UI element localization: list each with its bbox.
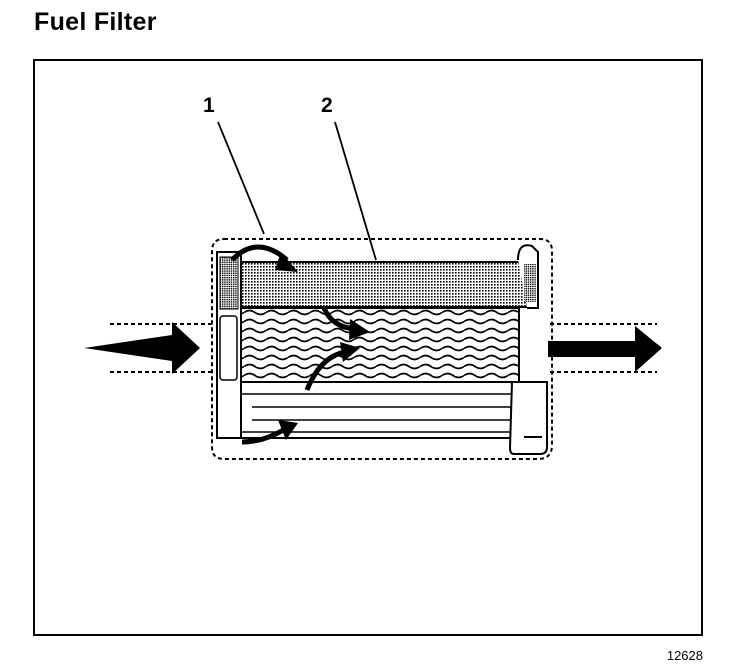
flow-arrow-bottom-icon xyxy=(241,426,287,445)
filter-media xyxy=(240,307,520,383)
page-title: Fuel Filter xyxy=(34,8,157,36)
filter-housing xyxy=(211,238,553,460)
filter-element xyxy=(216,244,548,455)
callout-2-leader xyxy=(334,121,377,261)
flow-arrow-rising-icon xyxy=(304,349,346,391)
outlet xyxy=(548,323,662,373)
callout-1-leader xyxy=(217,121,265,235)
inlet-arrow-icon xyxy=(84,322,200,374)
outlet-arrow-icon xyxy=(548,326,662,372)
callout-2: 2 xyxy=(321,94,333,117)
figure-number: 12628 xyxy=(666,648,703,663)
flow-arrows xyxy=(230,244,370,445)
diagram-frame: 1 2 xyxy=(33,59,703,636)
fuel-filter-diagram: 1 2 xyxy=(84,94,662,460)
inlet xyxy=(84,322,212,374)
callout-1: 1 xyxy=(203,94,215,117)
